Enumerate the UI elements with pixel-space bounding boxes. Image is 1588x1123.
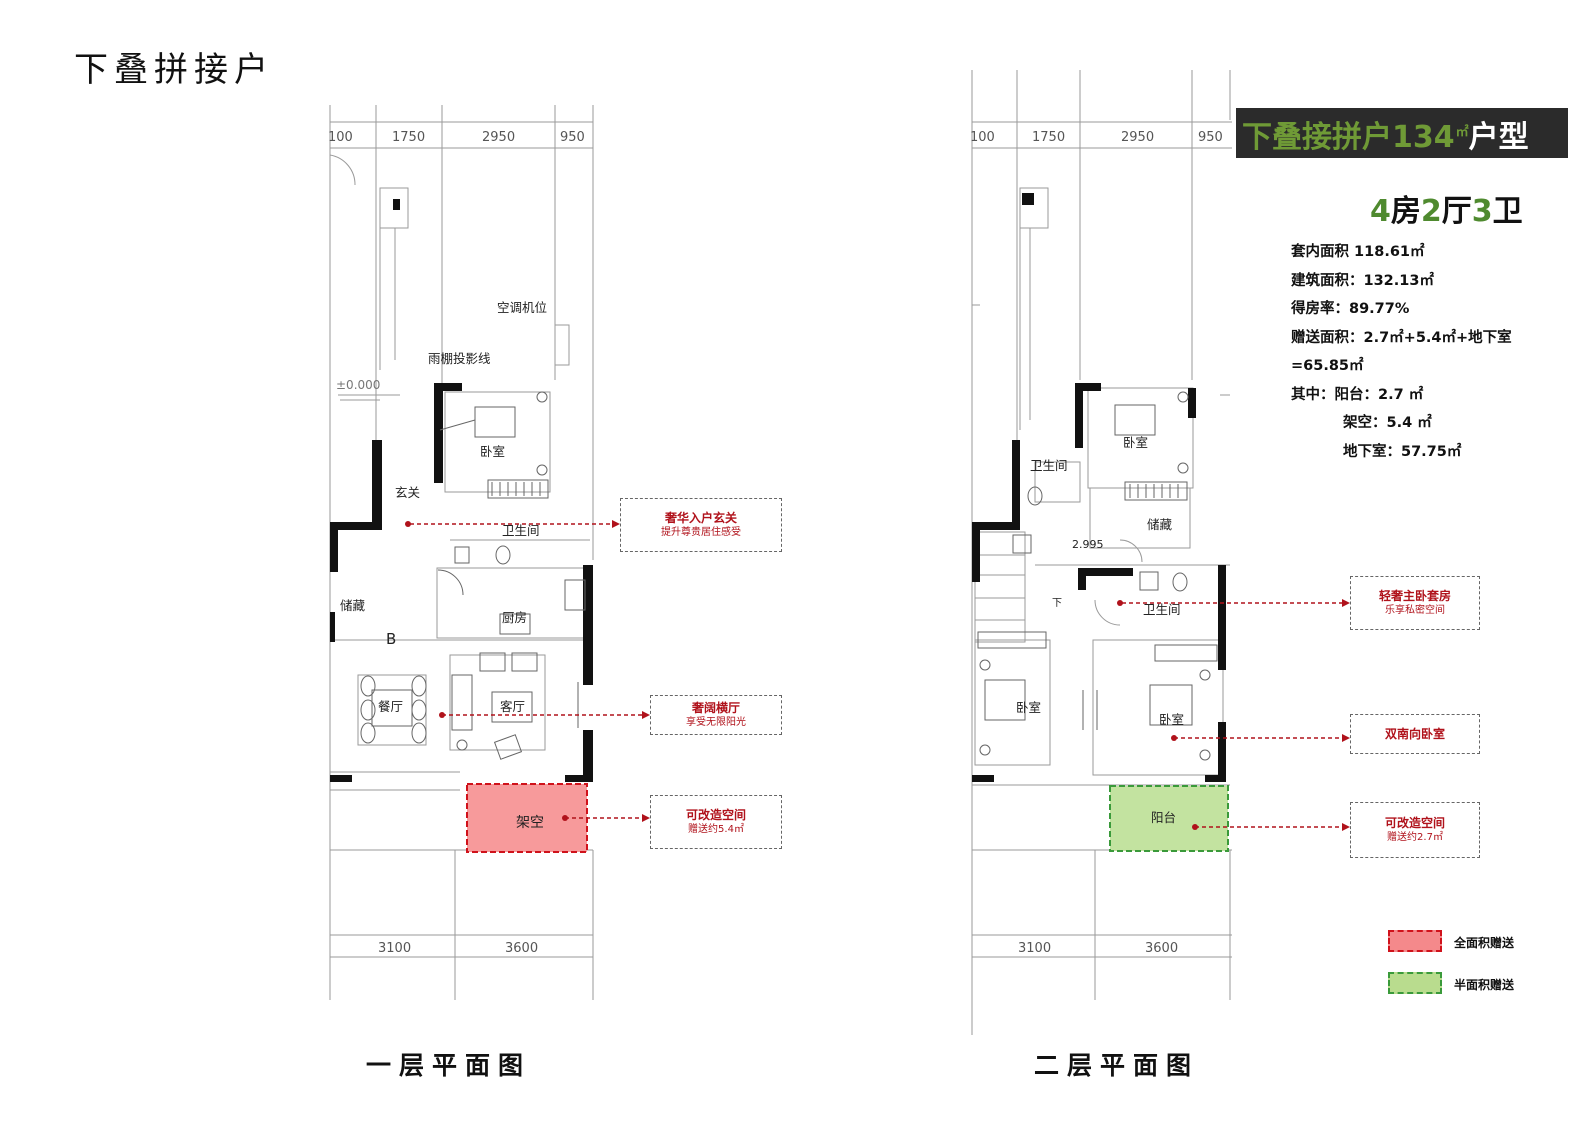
callout-title: 可改造空间 bbox=[1384, 816, 1445, 830]
floor2-dim-top-3: 2950 bbox=[1121, 130, 1154, 145]
rooms-label-halls: 厅 bbox=[1441, 194, 1472, 229]
floor1-label-kitchen: 厨房 bbox=[502, 610, 527, 625]
floor2-dim-top-4: 950 bbox=[1198, 130, 1223, 145]
floor1-label-stilt: 架空 bbox=[516, 815, 544, 831]
callout-subtitle: 赠送约5.4㎡ bbox=[688, 824, 744, 835]
floor1-label-bath: 卫生间 bbox=[502, 523, 540, 538]
floor1-dim-top-4: 950 bbox=[560, 130, 585, 145]
balcony-area-highlight bbox=[1109, 785, 1229, 852]
floor2-label-balcony: 阳台 bbox=[1151, 810, 1176, 825]
callout-luxury-foyer: 奢华入户玄关 提升尊贵居住感受 bbox=[620, 498, 782, 552]
rooms-count-bedrooms: 4 bbox=[1370, 194, 1391, 229]
callout-title: 双南向卧室 bbox=[1384, 726, 1445, 741]
floor1-dim-bottom-2: 3600 bbox=[505, 941, 538, 956]
floor2-label-storage: 储藏 bbox=[1147, 517, 1173, 532]
stat-gift-area: 赠送面积：2.7㎡+5.4㎡+地下室 bbox=[1291, 329, 1512, 346]
legend-full-area-label: 全面积赠送 bbox=[1454, 936, 1515, 950]
callout-title: 可改造空间 bbox=[685, 808, 746, 822]
floor2-label-bedroom-b: 卧室 bbox=[1016, 700, 1041, 715]
rooms-label-bedrooms: 房 bbox=[1390, 194, 1421, 229]
floor1-dim-top-3: 2950 bbox=[482, 130, 515, 145]
page-title: 下叠拼接户 bbox=[74, 50, 274, 90]
floor2-dim-top-2: 1750 bbox=[1032, 130, 1065, 145]
floor2-label-bedroom-c: 卧室 bbox=[1159, 712, 1184, 727]
floor1-walls bbox=[330, 199, 593, 782]
callout-subtitle: 乐享私密空间 bbox=[1385, 605, 1445, 616]
floor2-furniture bbox=[977, 391, 1218, 761]
floor1-label-ac: 空调机位 bbox=[497, 300, 547, 315]
stat-balcony: 其中：阳台：2.7 ㎡ bbox=[1291, 386, 1424, 403]
callout-master-suite: 轻奢主卧套房 乐享私密空间 bbox=[1350, 576, 1480, 630]
area-stats: 套内面积 118.61㎡ 建筑面积：132.13㎡ 得房率：89.77% 赠送面… bbox=[1291, 238, 1512, 466]
floor2-dim-top-1: 100 bbox=[970, 130, 995, 145]
banner-suffix: 户型 bbox=[1468, 120, 1529, 155]
floor1-label-living: 客厅 bbox=[500, 699, 525, 714]
callout-title: 奢阔横厅 bbox=[691, 701, 740, 715]
floor1-label-foyer: 玄关 bbox=[395, 485, 420, 500]
callout-convertible-space-1: 可改造空间 赠送约5.4㎡ bbox=[650, 795, 782, 849]
floor2-arrow-marks bbox=[1117, 599, 1350, 831]
callout-subtitle: 享受无限阳光 bbox=[686, 717, 746, 728]
floor1-dim-bottom-1: 3100 bbox=[378, 941, 411, 956]
callout-convertible-space-2: 可改造空间 赠送约2.7㎡ bbox=[1350, 802, 1480, 858]
legend-full-area-swatch bbox=[1388, 930, 1442, 952]
floor1-label-canopy: 雨棚投影线 bbox=[428, 351, 491, 366]
floor1-caption: 一层平面图 bbox=[366, 1051, 532, 1080]
floor2-label-bedroom-a: 卧室 bbox=[1123, 435, 1148, 450]
stat-interior-area: 套内面积 118.61㎡ bbox=[1291, 244, 1425, 260]
floor1-label-bedroom: 卧室 bbox=[480, 444, 505, 459]
legend-half-area-label: 半面积赠送 bbox=[1454, 978, 1515, 992]
floor2-walls bbox=[972, 193, 1226, 782]
callout-south-bedrooms: 双南向卧室 bbox=[1350, 714, 1480, 754]
floor2-callout-arrows bbox=[1122, 602, 1342, 828]
stat-stilt: 架空：5.4 ㎡ bbox=[1343, 415, 1432, 431]
callout-subtitle: 提升尊贵居住感受 bbox=[661, 527, 741, 538]
floor2-caption: 二层平面图 bbox=[1034, 1051, 1200, 1080]
floor1-dim-top-1: 100 bbox=[328, 130, 353, 145]
callout-title: 奢华入户玄关 bbox=[664, 511, 737, 525]
callout-wide-living-room: 奢阔横厅 享受无限阳光 bbox=[650, 695, 782, 735]
floor1-callout-arrows bbox=[410, 523, 644, 819]
floor2-label-down: 下 bbox=[1052, 598, 1062, 609]
rooms-summary: 4房2厅3卫 bbox=[1370, 186, 1523, 230]
stat-efficiency-ratio: 得房率：89.77% bbox=[1291, 301, 1410, 317]
rooms-count-baths: 3 bbox=[1471, 194, 1493, 229]
floor1-furniture bbox=[360, 391, 586, 760]
floor1-label-b-mark: B bbox=[386, 630, 396, 648]
banner-unit: ㎡ bbox=[1455, 125, 1469, 140]
callout-subtitle: 赠送约2.7㎡ bbox=[1387, 832, 1443, 843]
floor2-label-bath-b: 卫生间 bbox=[1143, 602, 1181, 617]
callout-title: 轻奢主卧套房 bbox=[1378, 589, 1451, 603]
rooms-count-halls: 2 bbox=[1420, 194, 1442, 229]
rooms-label-baths: 卫 bbox=[1492, 194, 1523, 229]
floor2-dim-bottom-1: 3100 bbox=[1018, 941, 1051, 956]
floor2-plan bbox=[971, 70, 1232, 1035]
floor1-dim-top-2: 1750 bbox=[392, 130, 425, 145]
unit-type-banner: 下叠接拼户134㎡户型 bbox=[1236, 108, 1568, 158]
floor2-label-level: 2.995 bbox=[1072, 538, 1104, 551]
floor1-label-dining: 餐厅 bbox=[378, 699, 403, 714]
floor1-label-storage: 储藏 bbox=[340, 598, 366, 613]
floor1-label-elevation: ±0.000 bbox=[336, 378, 380, 392]
stat-basement: 地下室：57.75㎡ bbox=[1343, 443, 1462, 460]
floor1-plan bbox=[329, 105, 594, 1000]
floor2-dim-bottom-2: 3600 bbox=[1145, 941, 1178, 956]
legend-half-area-swatch bbox=[1388, 972, 1442, 994]
stat-gift-total: =65.85㎡ bbox=[1291, 358, 1364, 374]
floor2-label-bath-a: 卫生间 bbox=[1030, 458, 1068, 473]
floor1-arrow-marks bbox=[405, 520, 650, 822]
banner-main: 下叠接拼户134 bbox=[1242, 120, 1455, 155]
stat-building-area: 建筑面积：132.13㎡ bbox=[1291, 272, 1434, 289]
